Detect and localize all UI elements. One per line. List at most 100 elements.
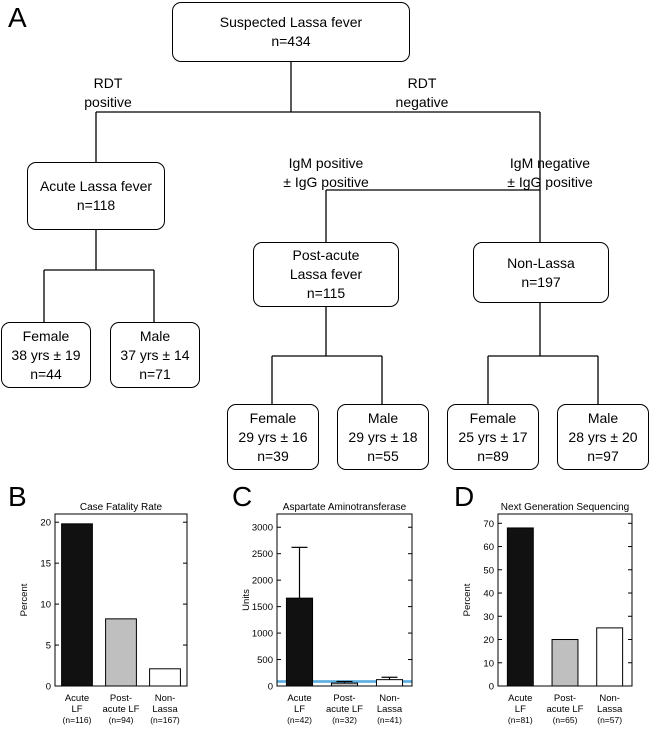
y-tick-label: 0 bbox=[46, 682, 51, 693]
y-tick-label: 30 bbox=[483, 612, 494, 623]
node-age: 37 yrs ± 14 bbox=[120, 346, 190, 363]
bar bbox=[61, 523, 93, 687]
node-count: n=434 bbox=[271, 33, 311, 49]
label-igm-negative: IgM negative± IgG positive bbox=[507, 155, 593, 190]
y-axis-label: Percent bbox=[462, 583, 473, 616]
y-tick-label: 20 bbox=[40, 518, 51, 529]
node-count: n=44 bbox=[30, 365, 62, 382]
flowchart-connectors bbox=[43, 62, 599, 404]
node-count: n=89 bbox=[477, 447, 509, 464]
node-count: n=71 bbox=[139, 365, 171, 382]
plot-frame bbox=[497, 513, 633, 687]
node-acute-lassa: Acute Lassa fever n=118 bbox=[27, 162, 165, 230]
y-tick-label: 15 bbox=[40, 559, 51, 570]
y-axis-label: Units bbox=[241, 589, 252, 611]
node-title: Non-Lassa bbox=[507, 254, 575, 271]
node-count: n=118 bbox=[76, 197, 116, 213]
y-axis-label: Percent bbox=[19, 583, 30, 616]
plot-frame bbox=[276, 513, 413, 687]
node-suspected-lassa: Suspected Lassa fever n=434 bbox=[172, 2, 410, 62]
node-postacute-lassa: Post-acute Lassa fever n=115 bbox=[253, 242, 399, 307]
panel-label-a: A bbox=[8, 2, 27, 33]
node-sex: Male bbox=[587, 409, 619, 426]
node-postacute-male: Male 29 yrs ± 18 n=55 bbox=[337, 404, 429, 470]
panel-label-d: D bbox=[454, 481, 475, 512]
bar bbox=[506, 527, 534, 687]
category-label: acute LF bbox=[103, 704, 140, 715]
chart-aspartate-aminotransferase: Aspartate AminotransferaseAcuteLF(n=42)P… bbox=[241, 502, 413, 725]
node-count: n=55 bbox=[367, 447, 399, 464]
chart-title: Next Generation Sequencing bbox=[501, 502, 629, 513]
category-label: LF bbox=[294, 704, 305, 715]
category-label: Lassa bbox=[152, 704, 178, 715]
chart-title: Aspartate Aminotransferase bbox=[283, 502, 407, 513]
y-tick-label: 500 bbox=[257, 655, 273, 666]
node-title-line1: Post-acute bbox=[292, 247, 360, 263]
y-tick-label: 3000 bbox=[252, 523, 273, 534]
category-label: (n=57) bbox=[597, 715, 622, 725]
category-label: Post- bbox=[554, 693, 576, 704]
y-tick-label: 5 bbox=[46, 641, 51, 652]
node-age: 29 yrs ± 16 bbox=[238, 428, 308, 445]
node-title-line2: Lassa fever bbox=[289, 266, 363, 282]
node-sex: Male bbox=[139, 327, 171, 344]
bar bbox=[105, 618, 137, 687]
node-sex: Female bbox=[249, 409, 297, 426]
connector-acute-sex bbox=[43, 230, 155, 322]
node-sex: Male bbox=[367, 409, 399, 426]
category-label: (n=94) bbox=[109, 715, 134, 725]
category-label: (n=42) bbox=[287, 715, 312, 725]
node-title: Suspected Lassa fever bbox=[219, 14, 363, 30]
y-tick-label: 20 bbox=[483, 635, 494, 646]
y-tick-label: 0 bbox=[268, 682, 273, 693]
panel-label-c: C bbox=[232, 481, 253, 512]
node-postacute-female: Female 29 yrs ± 16 n=39 bbox=[227, 404, 319, 470]
node-count: n=97 bbox=[587, 447, 619, 464]
category-label: Post- bbox=[110, 693, 132, 704]
node-title: Acute Lassa fever bbox=[39, 178, 153, 194]
node-count: n=39 bbox=[257, 447, 289, 464]
node-age: 25 yrs ± 17 bbox=[458, 428, 528, 445]
node-non-lassa: Non-Lassa n=197 bbox=[473, 242, 609, 303]
bar bbox=[149, 668, 181, 687]
node-count: n=197 bbox=[521, 273, 561, 290]
category-label: (n=167) bbox=[150, 715, 180, 725]
y-tick-label: 10 bbox=[40, 600, 51, 611]
category-label: (n=116) bbox=[63, 715, 92, 725]
y-tick-label: 2000 bbox=[252, 576, 273, 587]
category-label: Non- bbox=[155, 693, 176, 704]
category-label: Acute bbox=[65, 693, 89, 704]
category-label: Lassa bbox=[597, 704, 623, 715]
category-label: Non- bbox=[379, 693, 400, 704]
connector-postacute-sex bbox=[271, 307, 383, 404]
y-tick-label: 10 bbox=[483, 658, 494, 669]
node-acute-male: Male 37 yrs ± 14 n=71 bbox=[110, 322, 200, 388]
bar bbox=[551, 639, 579, 687]
y-tick-label: 50 bbox=[483, 565, 494, 576]
category-label: Acute bbox=[287, 693, 311, 704]
category-label: Acute bbox=[508, 693, 532, 704]
node-acute-female: Female 38 yrs ± 19 n=44 bbox=[1, 322, 91, 388]
category-label: LF bbox=[71, 704, 82, 715]
category-label: acute LF bbox=[326, 704, 363, 715]
chart-title: Case Fatality Rate bbox=[80, 502, 163, 513]
node-age: 28 yrs ± 20 bbox=[568, 428, 638, 445]
bar bbox=[285, 597, 314, 687]
y-tick-label: 70 bbox=[483, 519, 494, 530]
bar bbox=[596, 627, 624, 687]
y-tick-label: 1500 bbox=[252, 602, 273, 613]
category-label: Non- bbox=[599, 693, 620, 704]
panel-label-b: B bbox=[8, 481, 27, 512]
node-nonlassa-female: Female 25 yrs ± 17 n=89 bbox=[447, 404, 539, 470]
category-label: (n=81) bbox=[508, 715, 533, 725]
category-label: (n=65) bbox=[553, 715, 578, 725]
node-age: 38 yrs ± 19 bbox=[11, 346, 81, 363]
category-label: Lassa bbox=[377, 704, 403, 715]
connector-nonlassa-sex bbox=[487, 303, 599, 404]
chart-next-generation-sequencing: Next Generation SequencingAcuteLF(n=81)P… bbox=[462, 502, 633, 725]
y-tick-label: 2500 bbox=[252, 549, 273, 560]
